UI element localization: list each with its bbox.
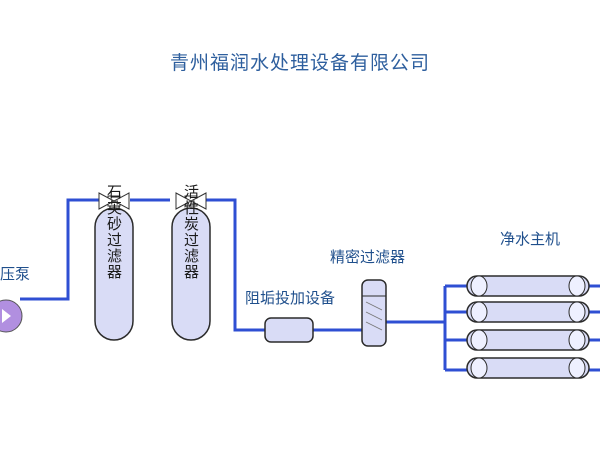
precision-filter-label: 精密过滤器 [330,248,405,266]
ro-membrane-housings [466,275,590,379]
scale-inhibitor-unit [264,317,314,343]
valve-icon [98,192,130,210]
quartz-filter [94,192,134,341]
pump-label: 压泵 [0,265,30,283]
pump-icon [0,299,23,333]
quartz-filter-label: 石英砂过滤器 [105,184,123,280]
manifold-pipe [443,284,600,372]
carbon-filter [171,192,211,341]
carbon-filter-label: 活性炭过滤器 [182,184,200,280]
valve-icon [175,192,207,210]
ro-host-label: 净水主机 [500,230,560,248]
scale-inhibitor-label: 阻垢投加设备 [245,289,335,307]
main-pipe [20,198,445,332]
precision-filter [361,279,387,347]
company-title: 青州福润水处理设备有限公司 [169,52,430,74]
